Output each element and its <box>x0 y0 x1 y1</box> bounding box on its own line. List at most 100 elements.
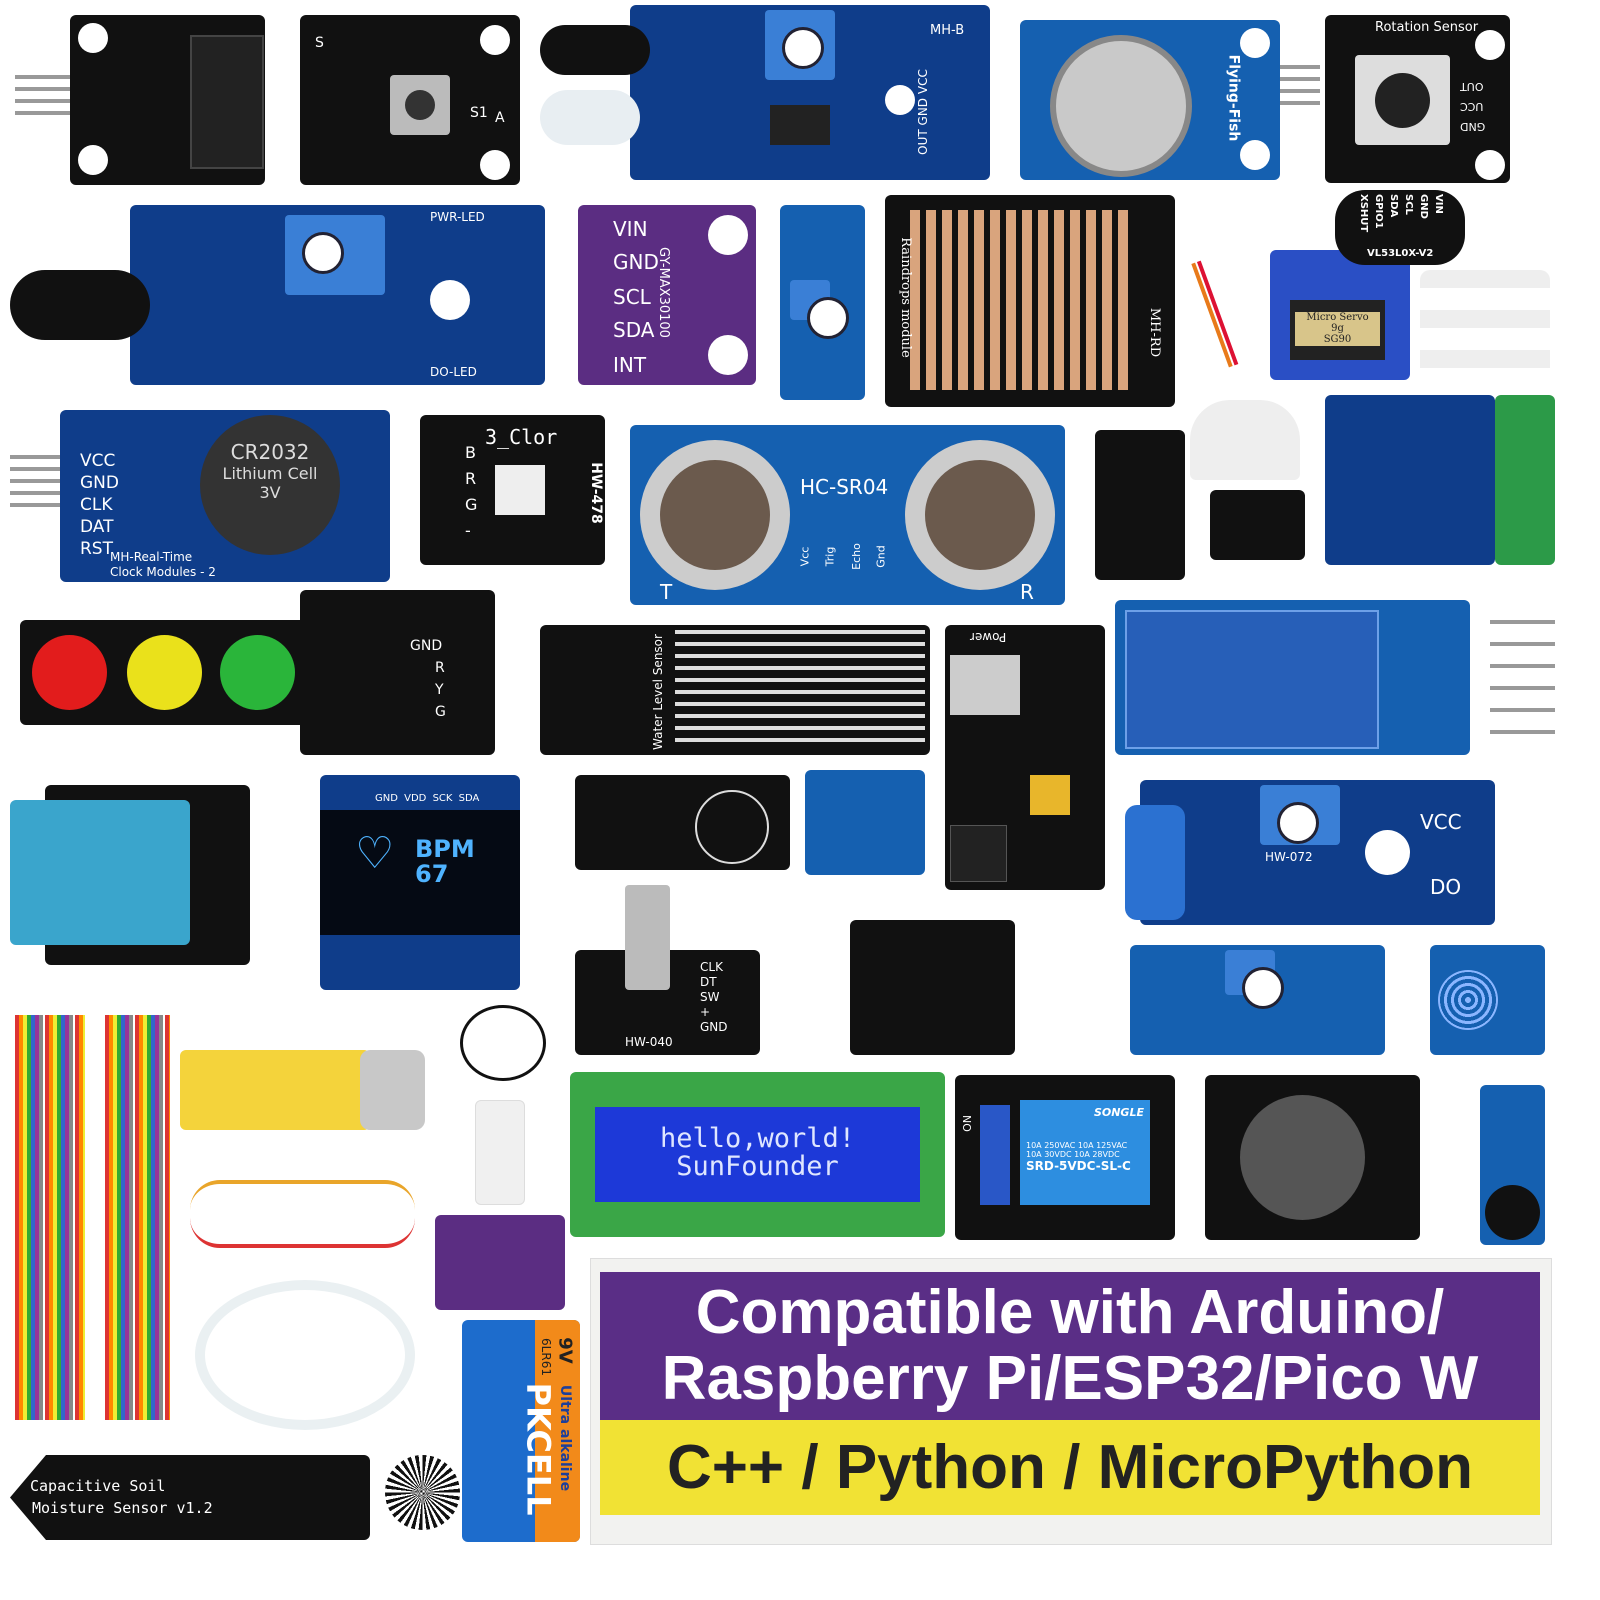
label: HW-072 <box>1265 850 1313 864</box>
pin-label: VIN <box>613 217 648 241</box>
max30100-module: VIN GND SCL SDA INT GY-MAX30100 <box>578 205 756 385</box>
joystick-module <box>1205 1075 1420 1240</box>
lcd-line: SunFounder <box>676 1151 839 1182</box>
label: T <box>660 580 673 604</box>
water-pump <box>475 1100 525 1205</box>
pin-label: Trig <box>823 546 837 567</box>
photoresistor-module <box>1130 945 1385 1055</box>
pin-label: R <box>465 469 477 488</box>
buzzer-module <box>1480 1085 1545 1245</box>
label: S1 <box>470 105 488 121</box>
pin-label: Y <box>435 682 444 698</box>
label: HW-478 <box>587 462 604 524</box>
encoder-wheel <box>385 1455 460 1530</box>
pin-label: SCL <box>613 285 651 309</box>
encoder-shaft <box>625 885 670 990</box>
heart-icon: ♡ <box>355 828 395 879</box>
sound-sensor-small <box>780 205 865 400</box>
relay-spec: 10A 30VDC 10A 28VDC <box>1026 1150 1120 1159</box>
label: VCC <box>1420 810 1462 834</box>
pin-label: VDD <box>404 793 427 804</box>
servo-horns <box>1420 270 1550 380</box>
pin-label: SCL <box>1403 194 1414 215</box>
label: Moisture Sensor v1.2 <box>32 1499 213 1517</box>
pin-label: GND <box>613 250 659 274</box>
motor-driver-module <box>1325 395 1495 565</box>
label: Clock Modules - 2 <box>110 565 216 579</box>
relay-module: NO SONGLE 10A 250VAC 10A 125VAC 10A 30VD… <box>955 1075 1175 1240</box>
pin-label: XSHUT <box>1358 194 1369 233</box>
pin-label: DAT <box>80 517 114 537</box>
module-title: 3_Clor <box>485 425 558 449</box>
battery-voltage: 9V <box>554 1337 576 1364</box>
label: HC-SR04 <box>800 475 889 499</box>
module-title: Rotation Sensor <box>1375 20 1479 35</box>
oled-module: GND VDD SCK SDA ♡ BPM 67 <box>320 775 520 990</box>
label: VL53L0X-V2 <box>1367 248 1434 259</box>
traffic-light-module <box>20 620 310 725</box>
pin-label: GND <box>375 793 398 804</box>
oled-text: 67 <box>415 860 449 888</box>
pin-label: UCC <box>1460 100 1484 113</box>
pin-label: SDA <box>1388 194 1399 218</box>
pin-label: SW <box>700 990 720 1004</box>
pin-label: Echo <box>849 543 863 570</box>
languages-banner: C++ / Python / MicroPython <box>600 1420 1540 1515</box>
power-supply-module: Power <box>945 625 1105 890</box>
pin-label: OUT <box>1460 80 1484 93</box>
label: GY-MAX30100 <box>655 247 671 338</box>
pin-label: CLK <box>700 960 723 974</box>
pin-header <box>15 75 70 79</box>
pin-label: Gnd <box>874 545 888 568</box>
rgb-led-module: 3_Clor B R G - HW-478 <box>420 415 605 565</box>
label: MH-RD <box>1147 307 1163 358</box>
soil-moisture-sensor: Capacitive Soil Moisture Sensor v1.2 <box>10 1455 370 1540</box>
battery-label: Lithium Cell <box>222 464 318 483</box>
battery-brand: PKCELL <box>519 1382 558 1516</box>
label: DO <box>1430 875 1462 899</box>
pin-header <box>1280 65 1320 69</box>
accelerometer-module <box>805 770 925 875</box>
bluetooth-module <box>1115 600 1470 755</box>
pin-label: RST <box>80 539 113 559</box>
pin-labels: VCC GND CLK DAT RST <box>80 450 119 560</box>
label: DO-LED <box>430 365 477 379</box>
pin-label: GND <box>1460 120 1486 133</box>
battery-code: 6LR61 <box>538 1338 553 1376</box>
sound-module <box>575 775 790 870</box>
pir-sensor <box>1190 400 1300 480</box>
silicone-tube <box>195 1280 415 1430</box>
servo-label: Micro Servo <box>1306 312 1369 323</box>
pin-label: GND <box>80 473 119 493</box>
tilt-switch <box>1125 805 1185 920</box>
vl53l0x-module: XSHUT GPIO1 SDA SCL GND VIN VL53L0X-V2 <box>1335 190 1465 265</box>
battery-label: CR2032 <box>230 440 310 464</box>
pin-label: G <box>435 704 446 720</box>
ir-receiver <box>540 90 640 145</box>
label: PWR-LED <box>430 210 485 224</box>
pin-label: VCC <box>80 451 116 471</box>
ir-slot-module <box>70 15 265 185</box>
lcd1602-module: hello,world! SunFounder <box>570 1072 945 1237</box>
dht11-sensor <box>10 800 190 945</box>
touch-sensor-module <box>1430 945 1545 1055</box>
pin-label: SDA <box>458 793 480 804</box>
label: MH-Real-Time <box>110 550 193 564</box>
rtc-module: VCC GND CLK DAT RST CR2032 Lithium Cell … <box>60 410 390 582</box>
pin-label: + <box>700 1005 711 1019</box>
pin-label: CLK <box>80 495 113 515</box>
banner-line: Raspberry Pi/ESP32/Pico W <box>661 1344 1479 1413</box>
flame-sensor-large: PWR-LED DO-LED <box>130 205 545 385</box>
relay-brand: SONGLE <box>1093 1106 1144 1119</box>
banner-line: Compatible with Arduino/ <box>695 1278 1445 1347</box>
label: OUT GND VCC <box>915 69 930 155</box>
ultrasonic-sensor: HC-SR04 T R Vcc Trig Echo Gnd <box>630 425 1065 605</box>
pin-label: GND <box>410 638 443 654</box>
label: HW-040 <box>625 1035 673 1049</box>
jumper-wires-gap <box>85 1015 105 1420</box>
lcd-screen: hello,world! SunFounder <box>595 1107 920 1202</box>
pin-label: GND <box>700 1020 728 1034</box>
pin-header <box>1490 620 1555 624</box>
label: Water Level Sensor <box>650 634 665 750</box>
dc-motor <box>360 1050 425 1130</box>
